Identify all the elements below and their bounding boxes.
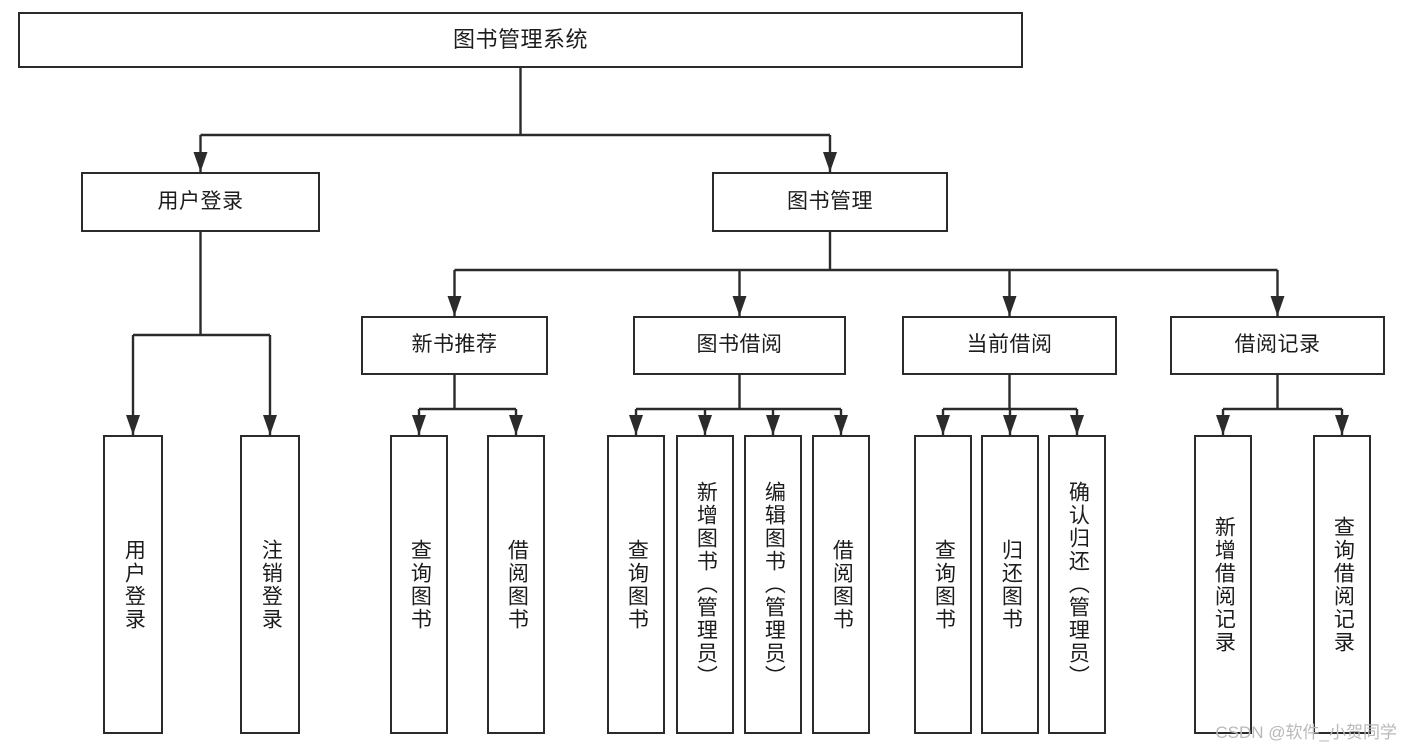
node-label: 新增图书（管理员） bbox=[694, 481, 718, 688]
node-label: 查询图书 bbox=[408, 538, 432, 631]
node-label: 用户登录 bbox=[157, 189, 244, 213]
watermark-label: CSDN @软件_小贺同学 bbox=[1215, 723, 1397, 742]
node-leaf-query-record[interactable]: 查询借阅记录 bbox=[1313, 435, 1371, 734]
connector-arrowhead bbox=[412, 415, 426, 435]
node-label: 借阅记录 bbox=[1234, 333, 1321, 357]
connector-arrowhead bbox=[834, 415, 848, 435]
connector-arrowhead bbox=[126, 415, 140, 435]
node-leaf-borrow-book-2[interactable]: 借阅图书 bbox=[812, 435, 870, 734]
node-leaf-user-login[interactable]: 用户登录 bbox=[103, 435, 163, 734]
node-leaf-confirm-return[interactable]: 确认归还（管理员） bbox=[1048, 435, 1106, 734]
connector-arrowhead bbox=[1002, 296, 1017, 316]
node-label: 查询图书 bbox=[625, 538, 649, 631]
node-label: 图书管理系统 bbox=[452, 27, 588, 53]
node-root[interactable]: 图书管理系统 bbox=[18, 12, 1023, 68]
node-label: 图书管理 bbox=[787, 189, 873, 213]
connector-arrowhead bbox=[629, 415, 643, 435]
node-leaf-return-book[interactable]: 归还图书 bbox=[981, 435, 1039, 734]
node-label: 用户登录 bbox=[122, 538, 146, 631]
node-label: 借阅图书 bbox=[830, 538, 854, 631]
connector-arrowhead bbox=[1003, 415, 1017, 435]
node-leaf-edit-book[interactable]: 编辑图书（管理员） bbox=[744, 435, 802, 734]
node-leaf-borrow-book-1[interactable]: 借阅图书 bbox=[487, 435, 545, 734]
connector-arrowhead bbox=[698, 415, 712, 435]
connector-arrowhead bbox=[1335, 415, 1349, 435]
node-book-borrow[interactable]: 图书借阅 bbox=[633, 316, 846, 375]
node-label: 查询借阅记录 bbox=[1331, 515, 1355, 654]
connector-arrowhead bbox=[1070, 415, 1084, 435]
node-label: 查询图书 bbox=[932, 538, 956, 631]
connector-arrowhead bbox=[732, 296, 747, 316]
node-label: 图书借阅 bbox=[696, 333, 783, 357]
node-current-borrow[interactable]: 当前借阅 bbox=[902, 316, 1117, 375]
node-label: 新增借阅记录 bbox=[1212, 515, 1236, 654]
node-leaf-query-book-2[interactable]: 查询图书 bbox=[607, 435, 665, 734]
node-leaf-add-book[interactable]: 新增图书（管理员） bbox=[676, 435, 734, 734]
node-label: 新书推荐 bbox=[411, 333, 498, 357]
connector-arrowhead bbox=[193, 152, 208, 172]
node-borrow-record[interactable]: 借阅记录 bbox=[1170, 316, 1385, 375]
connector-arrowhead bbox=[766, 415, 780, 435]
node-label: 当前借阅 bbox=[966, 333, 1053, 357]
node-leaf-query-book-3[interactable]: 查询图书 bbox=[914, 435, 972, 734]
node-label: 归还图书 bbox=[999, 538, 1023, 631]
node-book-manage[interactable]: 图书管理 bbox=[712, 172, 948, 232]
node-user-login[interactable]: 用户登录 bbox=[81, 172, 320, 232]
node-new-book-rec[interactable]: 新书推荐 bbox=[361, 316, 548, 375]
node-leaf-query-book-1[interactable]: 查询图书 bbox=[390, 435, 448, 734]
node-label: 编辑图书（管理员） bbox=[762, 481, 786, 688]
connector-arrowhead bbox=[1216, 415, 1230, 435]
connector-arrowhead bbox=[263, 415, 277, 435]
node-label: 借阅图书 bbox=[505, 538, 529, 631]
connector-arrowhead bbox=[447, 296, 462, 316]
node-label: 确认归还（管理员） bbox=[1066, 481, 1090, 688]
node-leaf-add-record[interactable]: 新增借阅记录 bbox=[1194, 435, 1252, 734]
connector-arrowhead bbox=[936, 415, 950, 435]
connector-arrowhead bbox=[1270, 296, 1285, 316]
connector-arrowhead bbox=[823, 152, 837, 172]
node-leaf-user-logout[interactable]: 注销登录 bbox=[240, 435, 300, 734]
connector-arrowhead bbox=[509, 415, 523, 435]
node-label: 注销登录 bbox=[259, 538, 283, 631]
